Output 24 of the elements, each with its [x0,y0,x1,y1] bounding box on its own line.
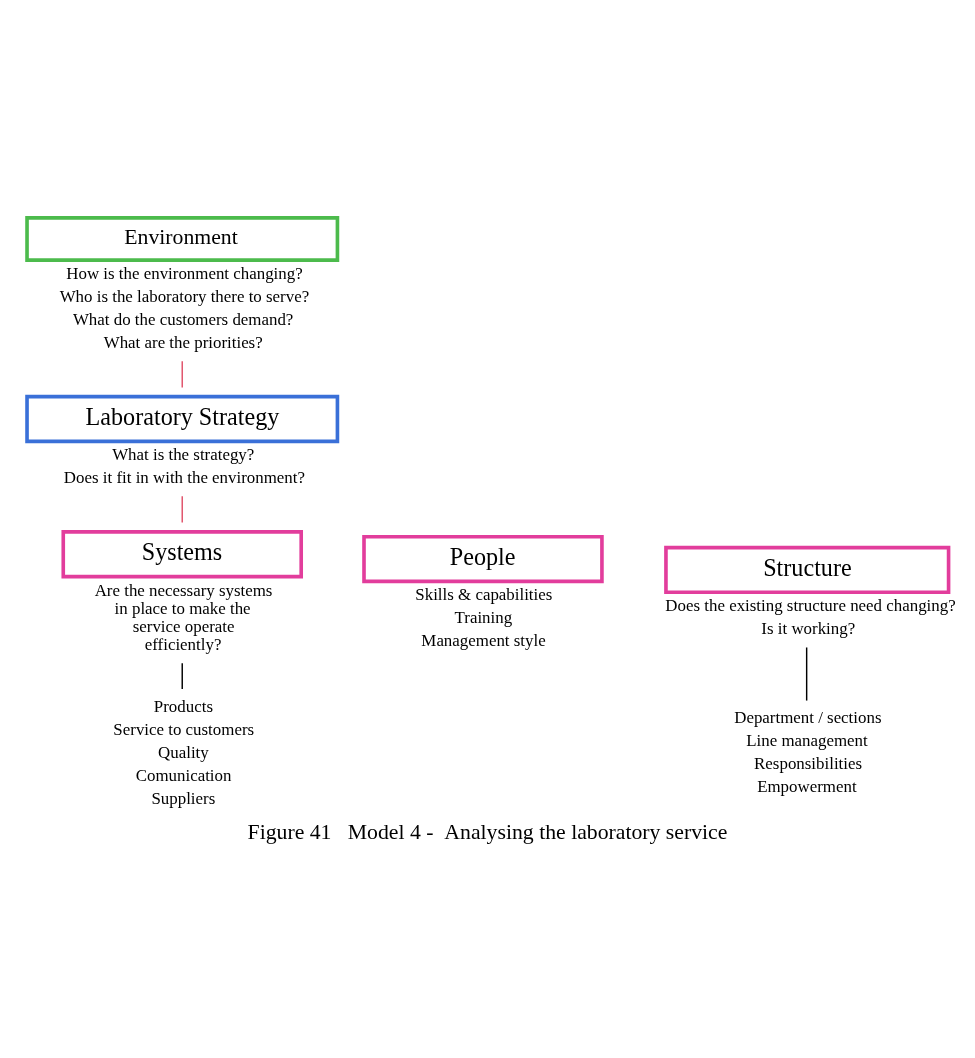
node-label: What is the strategy? [112,444,255,464]
connector [181,662,183,690]
node-label: What do the customers demand? [72,309,294,329]
node-label: How is the environment changing? [66,263,303,283]
node-label: What are the priorities? [103,332,263,352]
caption: Figure 41 Model 4 - Analysing the laboratory service [247,819,728,844]
node-label: Training [454,607,513,627]
node-label: Are the necessary systems in place to make the service operate efficiently? [94,580,273,654]
node-text: Department / sections Line management Responsibilities Empowerment [734,707,882,796]
node-label: Who is the laboratory there to serve? [59,286,310,306]
connector [181,359,183,388]
node-text: Products Service to customers Quality Comunication Suppliers [113,696,255,808]
node-box: People [362,534,604,583]
node-box: Laboratory Strategy [25,394,340,443]
node-label: Does it fit in with the environment? [63,467,305,487]
node-label: Is it working? [761,618,856,638]
node-label: Does the existing structure need changing? [665,595,956,615]
node-box: Environment [25,215,340,262]
connector [181,495,183,523]
node-label: Management style [421,630,546,650]
node-box: Systems [61,529,303,578]
node-box: Structure [664,545,951,594]
connector [805,646,808,701]
node-label: Skills & capabilities [415,584,553,604]
